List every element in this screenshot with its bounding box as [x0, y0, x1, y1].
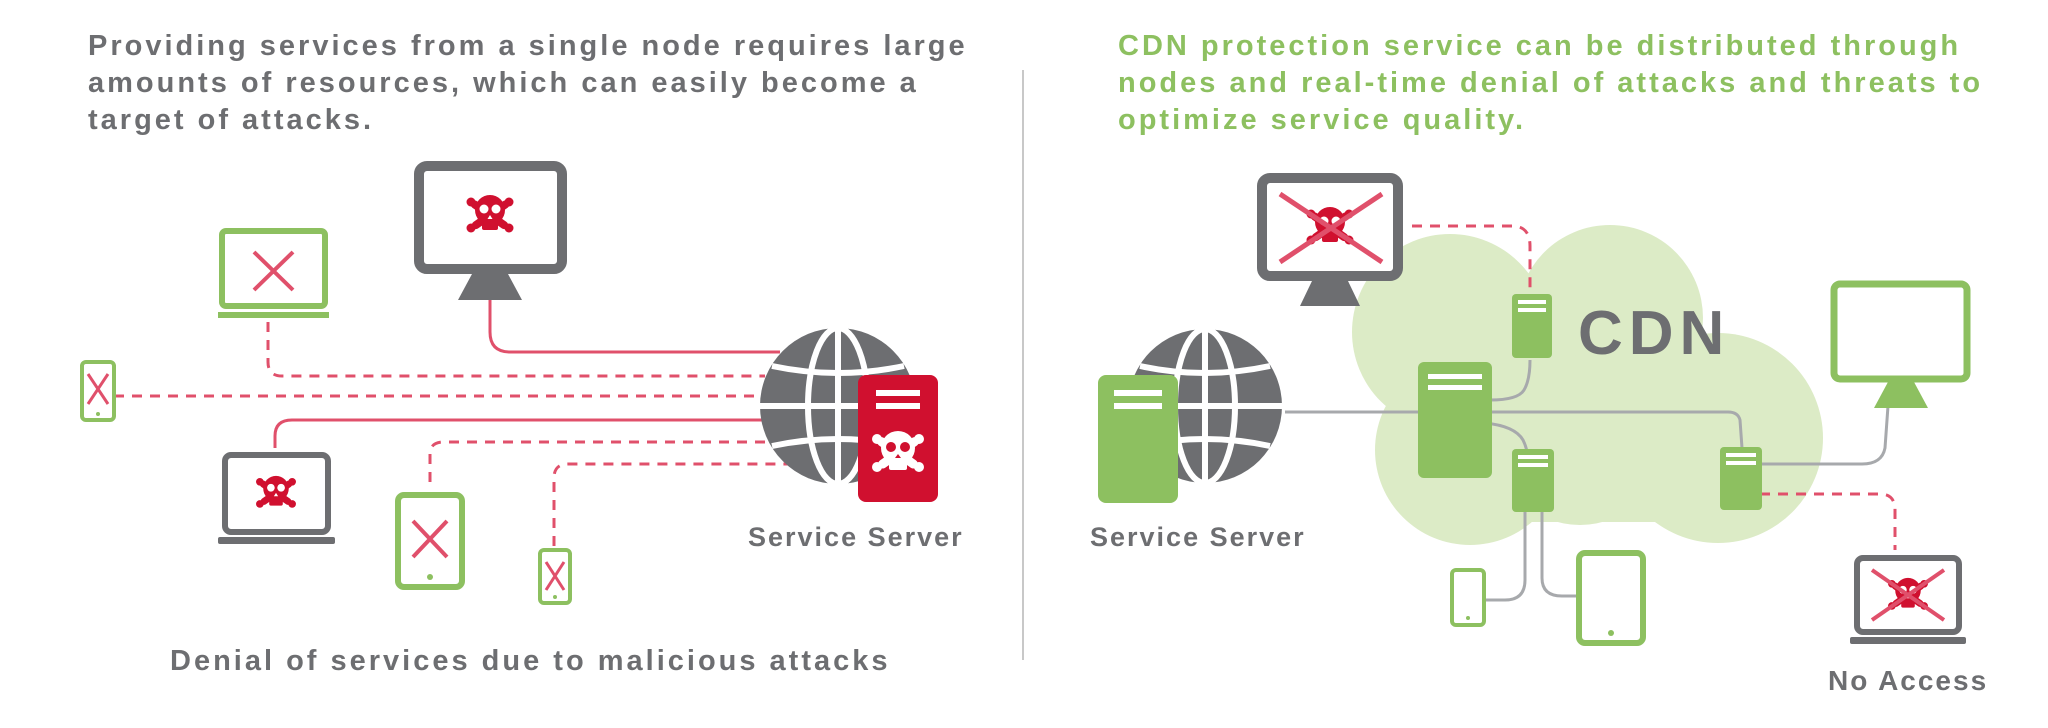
right-connection-lines	[1285, 359, 1890, 602]
left-description: Providing services from a single node re…	[88, 30, 968, 136]
cdn-label: CDN	[1578, 299, 1731, 368]
laptop-blocked-icon	[218, 228, 329, 318]
right-description: CDN protection service can be distribute…	[1118, 30, 1984, 136]
phone-blocked-icon	[80, 360, 116, 422]
server-compromised-icon	[858, 375, 938, 502]
cdn-node-right-icon	[1720, 447, 1762, 510]
monitor-attacker-icon	[414, 161, 567, 300]
laptop-attacker-icon	[218, 452, 335, 544]
cdn-node-top-icon	[1512, 294, 1552, 358]
phone-client-icon	[1450, 568, 1486, 627]
left-caption: Denial of services due to malicious atta…	[170, 645, 891, 677]
solid-line-monitor	[488, 296, 780, 354]
dashed-line-phone-bottom	[552, 462, 790, 546]
right-server-label: Service Server	[1090, 522, 1306, 552]
no-access-label: No Access	[1828, 665, 1989, 696]
solid-line-laptop-red	[273, 418, 780, 448]
cdn-node-bottom-icon	[1512, 449, 1554, 512]
left-connection-lines	[114, 296, 790, 546]
monitor-attacker-blocked-icon	[1257, 173, 1403, 306]
phone-small-blocked-icon	[538, 548, 572, 605]
dashed-line-tablet	[428, 440, 780, 482]
tablet-blocked-icon	[395, 492, 465, 590]
monitor-client-icon	[1830, 280, 1971, 408]
left-server-label: Service Server	[748, 522, 964, 552]
dashed-line-laptop-green	[266, 322, 765, 378]
tablet-client-icon	[1576, 550, 1646, 646]
laptop-attacker-blocked-icon	[1850, 555, 1966, 644]
right-dashed-lines	[1412, 224, 1897, 550]
cdn-node-main-icon	[1418, 362, 1492, 478]
server-protected-icon	[1098, 375, 1178, 503]
